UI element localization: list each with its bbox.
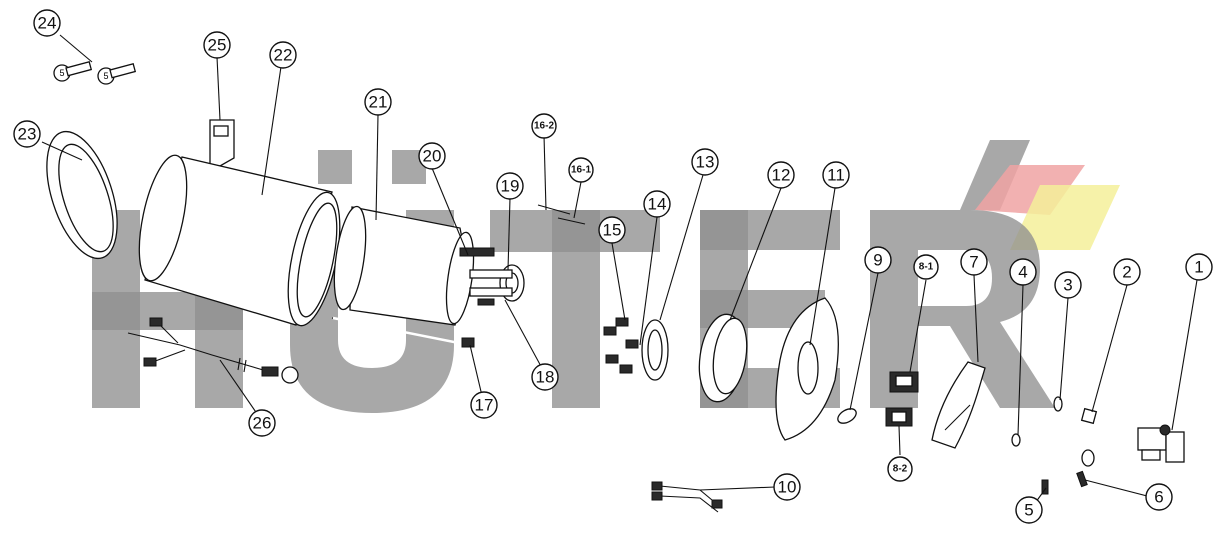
label-15-text: 15: [603, 221, 622, 240]
part-25-bracket: [209, 119, 235, 167]
label-18: 18: [531, 363, 559, 391]
part-26-wiring: [127, 317, 299, 384]
part-1-valve: [1137, 424, 1185, 463]
label-15: 15: [598, 216, 626, 244]
label-14-text: 14: [648, 195, 667, 214]
label-17-text: 17: [475, 396, 494, 415]
label-13: 13: [691, 148, 719, 176]
label-8-2-text: 8-2: [893, 464, 908, 475]
part-24-bolts: 5 5: [53, 60, 137, 85]
label-7-text: 7: [969, 253, 978, 272]
label-22: 22: [269, 41, 297, 69]
label-3-text: 3: [1063, 276, 1072, 295]
part-8-switches: [885, 371, 919, 427]
label-16-1-text: 16-1: [571, 165, 591, 176]
label-23-text: 23: [18, 125, 37, 144]
part-14-15-screws: [603, 317, 639, 374]
logo-yellow-shape: [1010, 185, 1120, 250]
part-17-anode-rod: [331, 316, 475, 348]
part-11-mounting-plate: [775, 297, 839, 441]
label-13-text: 13: [696, 153, 715, 172]
label-21-text: 21: [369, 93, 388, 112]
label-9-text: 9: [873, 251, 882, 270]
label-8-1: 8-1: [913, 254, 939, 280]
label-9: 9: [864, 246, 892, 274]
label-20-text: 20: [423, 147, 442, 166]
label-12: 12: [767, 161, 795, 189]
part-9-ring: [837, 408, 857, 424]
part-19-20-flange: [459, 247, 525, 306]
label-8-1-text: 8-1: [919, 262, 934, 273]
label-19-text: 19: [501, 177, 520, 196]
label-21: 21: [364, 88, 392, 116]
label-17: 17: [470, 391, 498, 419]
label-23: 23: [13, 120, 41, 148]
label-26: 26: [248, 409, 276, 437]
label-14: 14: [643, 190, 671, 218]
label-8-2: 8-2: [887, 456, 913, 482]
label-1: 1: [1185, 253, 1213, 281]
label-6: 6: [1145, 483, 1173, 511]
label-11: 11: [822, 161, 850, 189]
label-4: 4: [1009, 258, 1037, 286]
part-2-3-4-fittings: [1011, 396, 1098, 447]
label-24: 24: [33, 9, 61, 37]
part-16-probes: [537, 204, 586, 225]
label-12-text: 12: [772, 166, 791, 185]
label-7: 7: [960, 248, 988, 276]
label-19: 19: [496, 172, 524, 200]
label-25-text: 25: [208, 36, 227, 55]
part-13-gasket: [641, 319, 669, 381]
label-4-text: 4: [1018, 263, 1027, 282]
bolt-mark-b: 5: [103, 71, 108, 81]
label-5-text: 5: [1024, 501, 1033, 520]
label-3: 3: [1054, 271, 1082, 299]
part-21-inner-tank: [333, 205, 475, 326]
label-16-2-text: 16-2: [534, 121, 554, 132]
label-26-text: 26: [253, 414, 272, 433]
leader-lines: [41, 34, 1198, 507]
label-18-text: 18: [536, 368, 555, 387]
bolt-mark-a: 5: [59, 68, 64, 78]
label-20: 20: [418, 142, 446, 170]
label-2: 2: [1113, 258, 1141, 286]
part-22-outer-shell: [138, 154, 341, 327]
part-12-ring: [698, 313, 748, 403]
part-10-hoses: [651, 481, 723, 513]
label-10-text: 10: [778, 478, 797, 497]
label-24-text: 24: [38, 14, 57, 33]
label-5: 5: [1015, 496, 1043, 524]
part-7-cover: [931, 361, 986, 449]
logo-gray-shape: [960, 140, 1030, 210]
label-25: 25: [203, 31, 231, 59]
label-16-1: 16-1: [568, 157, 594, 183]
label-22-text: 22: [274, 46, 293, 65]
label-1-text: 1: [1194, 258, 1203, 277]
label-11-text: 11: [827, 166, 845, 185]
label-10: 10: [773, 473, 801, 501]
label-2-text: 2: [1122, 263, 1131, 282]
label-16-2: 16-2: [531, 113, 557, 139]
part-23-front-ring: [46, 130, 118, 260]
label-6-text: 6: [1154, 488, 1163, 507]
part-5-6-bolts: [1041, 449, 1095, 495]
